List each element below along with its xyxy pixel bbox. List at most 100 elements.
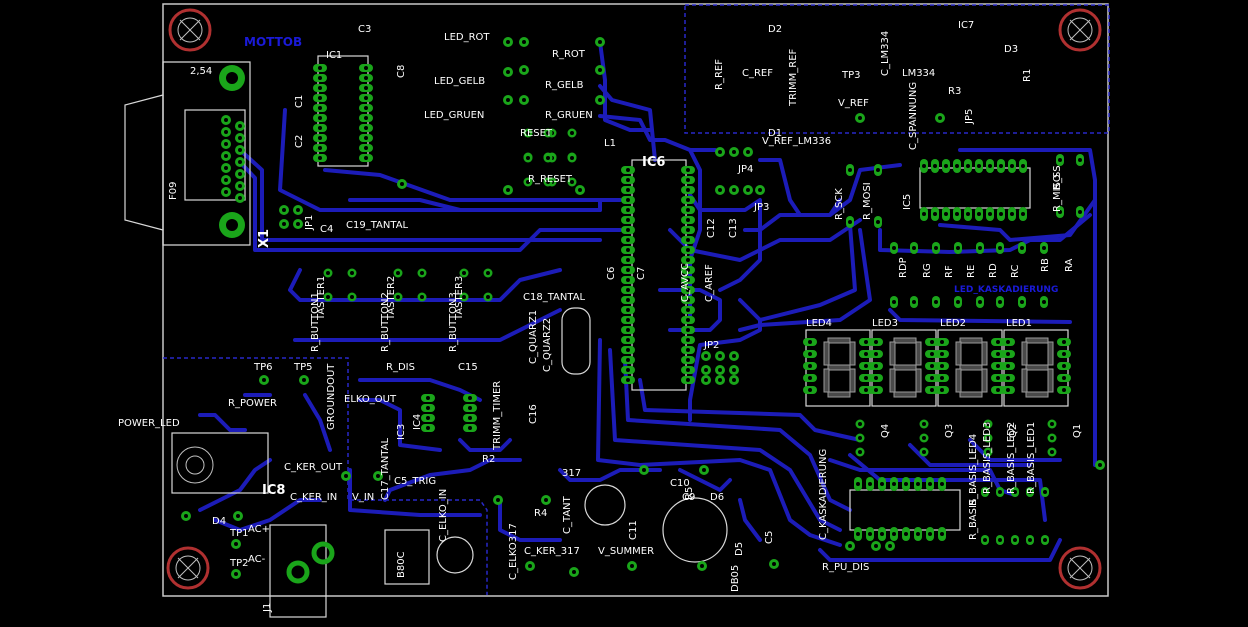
label-jp5: JP5 [964, 109, 975, 125]
pad-hole [626, 238, 630, 242]
label-led4: LED4 [806, 318, 832, 329]
traces [198, 40, 1097, 562]
pad-hole [1078, 210, 1082, 214]
pad-hole [326, 295, 330, 299]
pad-hole [364, 66, 368, 70]
pad-hole [904, 482, 908, 486]
pad-hole [1028, 538, 1032, 542]
label-elko-out: ELKO_OUT [344, 394, 397, 405]
label-r-gelb: R_GELB [545, 80, 584, 91]
pad-hole [998, 300, 1002, 304]
label-q1: Q1 [1072, 424, 1083, 438]
pad-hole [1058, 210, 1062, 214]
pad-hole [302, 378, 306, 382]
pad-hole [808, 376, 812, 380]
pad-hole [856, 532, 860, 536]
pad-hole [986, 450, 990, 454]
pad-hole [468, 396, 472, 400]
segments [823, 337, 1054, 398]
label-ic7: IC7 [958, 20, 974, 31]
display-segment [1025, 391, 1049, 398]
pad-hole [686, 358, 690, 362]
pad-hole [426, 426, 430, 430]
pad-hole [933, 212, 937, 216]
pad-hole [544, 498, 548, 502]
pad-hole [955, 164, 959, 168]
label-c9: C9 [682, 492, 695, 503]
pad-hole [912, 246, 916, 250]
pad-hole [864, 376, 868, 380]
pad-hole [922, 450, 926, 454]
pad-hole [700, 564, 704, 568]
pad-hole [732, 368, 736, 372]
label-ac-plus: AC+ [248, 524, 270, 535]
label-r-basis-led1: R_BASIS_LED1 [1026, 422, 1037, 494]
pad-hole [528, 564, 532, 568]
label-d5: D5 [734, 542, 745, 556]
label-c8: C8 [396, 65, 407, 78]
pad-hole [462, 295, 466, 299]
pad-hole [966, 212, 970, 216]
pad-hole [874, 544, 878, 548]
pad-hole [506, 188, 510, 192]
pad-hole [848, 220, 852, 224]
mounting-hole-br [1058, 546, 1102, 590]
pad-hole [326, 271, 330, 275]
dsub-connector [124, 61, 251, 246]
pad-hole [1006, 364, 1010, 368]
display-segment [1025, 364, 1049, 371]
pad-hole [944, 212, 948, 216]
pad-hole [1006, 352, 1010, 356]
pad-hole [1020, 246, 1024, 250]
ic6-chip [631, 159, 687, 391]
label-r-basis-led3: R_BASIS_LED3 [982, 422, 993, 494]
pad-hole [1058, 158, 1062, 162]
text-labels: MOTTOB 2,54 F09 X1 C3 IC1 C8 C1 C2 C4 C1… [118, 20, 1083, 613]
mounting-hole-tr [1058, 8, 1102, 52]
pad-hole [718, 150, 722, 154]
connector-ref: X1 [257, 229, 272, 248]
pad-hole [642, 468, 646, 472]
display-segment [893, 337, 917, 344]
pad-hole [364, 156, 368, 160]
display-segment [827, 337, 851, 344]
label-v-summer: V_SUMMER [598, 546, 654, 557]
pad-hole [318, 86, 322, 90]
pad-hole [626, 358, 630, 362]
pad-hole [364, 106, 368, 110]
pad-hole [570, 156, 574, 160]
pad-hole [928, 532, 932, 536]
pad-hole [686, 168, 690, 172]
power-zone [163, 357, 488, 595]
label-ic6: IC6 [642, 155, 665, 170]
pad-hole [718, 354, 722, 358]
label-317: 317 [562, 468, 581, 479]
label-c-ref: C_REF [742, 68, 773, 79]
pad-hole [1043, 490, 1047, 494]
pad-hole [546, 180, 550, 184]
pad-hole [318, 156, 322, 160]
label-c6: C6 [606, 267, 617, 280]
pad-hole [626, 308, 630, 312]
pad-hole [238, 172, 242, 176]
pad-hole [922, 436, 926, 440]
pad-hole [986, 436, 990, 440]
label-c-spannung: C_SPANNUNG [908, 82, 919, 150]
pad-hole [704, 378, 708, 382]
pad-hole [462, 271, 466, 275]
pad-hole [282, 222, 286, 226]
pad-hole [864, 364, 868, 368]
label-l1: L1 [604, 138, 616, 149]
pad-hole [1006, 388, 1010, 392]
label-tp6: TP6 [253, 362, 273, 373]
pad-hole [224, 130, 228, 134]
pad-hole [686, 348, 690, 352]
pad-hole [1078, 158, 1082, 162]
ic14-chip [849, 489, 961, 531]
pad-hole [686, 258, 690, 262]
label-led-gelb: LED_GELB [434, 76, 485, 87]
pad-hole [986, 422, 990, 426]
label-lm334: LM334 [902, 68, 935, 79]
pad-hole [262, 378, 266, 382]
pad-hole [1010, 212, 1014, 216]
